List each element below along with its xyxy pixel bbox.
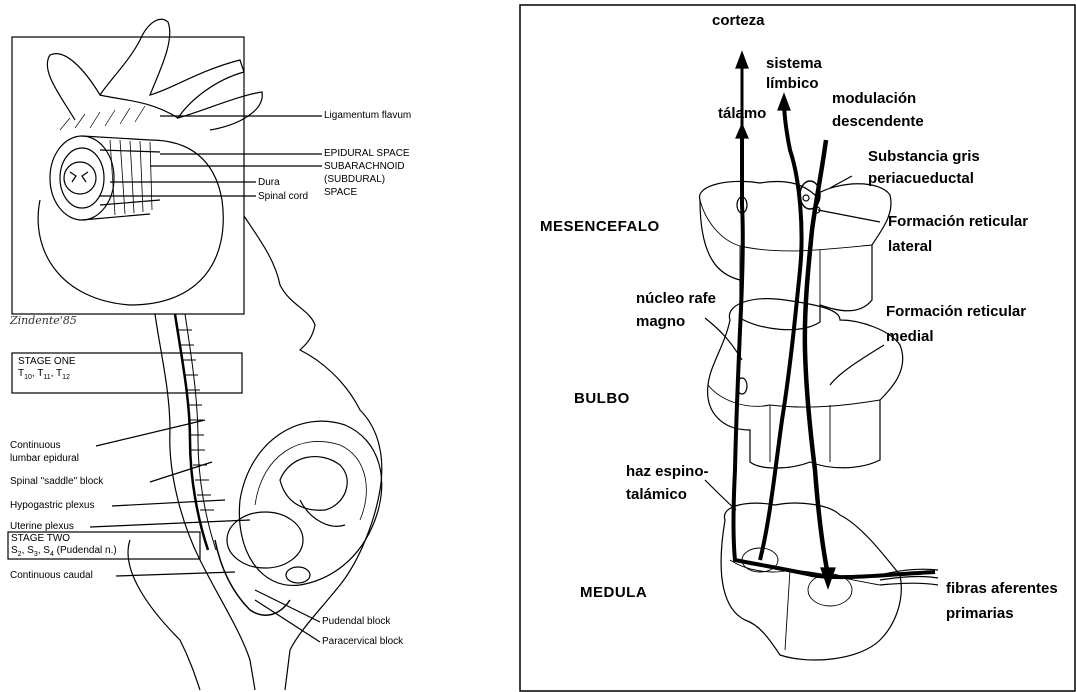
- arrow-limbico: [778, 94, 790, 110]
- leader-substancia: [830, 176, 852, 188]
- label-paracervical-block: Paracervical block: [322, 636, 403, 648]
- label-space: SPACE: [324, 187, 357, 199]
- leader-continuous-lumbar: [96, 420, 205, 446]
- label-modulacion-1: modulación: [832, 90, 916, 107]
- label-ligamentum-flavum: Ligamentum flavum: [324, 110, 411, 122]
- label-nucleo-2: magno: [636, 313, 685, 330]
- leader-formacion-lateral: [818, 210, 880, 222]
- label-continuous-2: lumbar epidural: [10, 453, 79, 465]
- signature: Zindente'85: [10, 314, 77, 327]
- stage-one-t10-sub: 10: [24, 374, 32, 381]
- stage-two-s3: , S: [22, 545, 34, 556]
- label-dura: Dura: [258, 177, 280, 189]
- label-formacion-medial-1: Formación reticular: [886, 303, 1026, 320]
- leader-haz: [705, 480, 736, 510]
- inset-frame: [12, 37, 244, 314]
- label-saddle-block: Spinal "saddle" block: [10, 476, 103, 488]
- label-formacion-lateral-2: lateral: [888, 238, 932, 255]
- leader-caudal: [116, 572, 235, 576]
- label-mesencefalo: MESENCEFALO: [540, 218, 660, 235]
- leader-hypogastric: [112, 500, 225, 506]
- stage-one-segments: T10, T11, T12: [18, 368, 76, 382]
- label-substancia-2: periacueductal: [868, 170, 974, 187]
- label-continuous-caudal: Continuous caudal: [10, 570, 93, 582]
- label-continuous-1: Continuous: [10, 440, 61, 452]
- label-bulbo: BULBO: [574, 390, 630, 407]
- arrow-corteza: [736, 52, 748, 68]
- stage-two-segments: S2, S3, S4 (Pudendal n.): [11, 545, 117, 559]
- label-substancia-1: Substancia gris: [868, 148, 980, 165]
- spinal-column: [175, 314, 208, 550]
- stage-one-t11: , T: [32, 368, 43, 379]
- leader-formacion-medial: [830, 345, 884, 385]
- label-haz-2: talámico: [626, 486, 687, 503]
- label-formacion-lateral-1: Formación reticular: [888, 213, 1028, 230]
- label-uterine: Uterine plexus: [10, 521, 74, 533]
- stage-one-t11-sub: 11: [43, 374, 50, 381]
- label-haz-1: haz espino-: [626, 463, 709, 480]
- label-medula: MEDULA: [580, 584, 647, 601]
- label-sistema-1: sistema: [766, 55, 822, 72]
- leader-saddle: [150, 462, 212, 482]
- stage-two-pudendal: (Pudendal n.): [54, 545, 117, 556]
- label-sistema-2: límbico: [766, 75, 819, 92]
- stage-one-title: STAGE ONE: [18, 356, 76, 368]
- stage-two-s2: S: [11, 545, 18, 556]
- label-pudendal-block: Pudendal block: [322, 616, 390, 628]
- label-fibras-1: fibras aferentes: [946, 580, 1058, 597]
- vertebra-outline: [47, 19, 262, 130]
- label-subdural: (SUBDURAL): [324, 174, 385, 186]
- label-corteza: corteza: [712, 12, 765, 29]
- label-spinal-cord: Spinal cord: [258, 191, 308, 203]
- stage-one-box: STAGE ONE T10, T11, T12: [18, 356, 76, 382]
- fetus-body: [280, 457, 347, 511]
- leader-uterine: [90, 520, 250, 527]
- stage-two-title: STAGE TWO: [11, 533, 117, 545]
- label-subarachnoid: SUBARACHNOID: [324, 161, 405, 173]
- label-hypogastric: Hypogastric plexus: [10, 500, 94, 512]
- label-nucleo-1: núcleo rafe: [636, 290, 716, 307]
- label-fibras-2: primarias: [946, 605, 1014, 622]
- label-epidural-space: EPIDURAL SPACE: [324, 148, 410, 160]
- label-formacion-medial-2: medial: [886, 328, 934, 345]
- stage-one-t12: , T: [51, 368, 62, 379]
- leader-nucleo: [705, 318, 742, 360]
- stage-one-t12-sub: 12: [62, 374, 70, 381]
- label-talamo: tálamo: [718, 105, 766, 122]
- vertebral-body: [38, 140, 223, 305]
- stage-two-box: STAGE TWO S2, S3, S4 (Pudendal n.): [11, 533, 117, 559]
- uterus: [239, 421, 381, 585]
- stage-two-s4: , S: [38, 545, 50, 556]
- label-modulacion-2: descendente: [832, 113, 924, 130]
